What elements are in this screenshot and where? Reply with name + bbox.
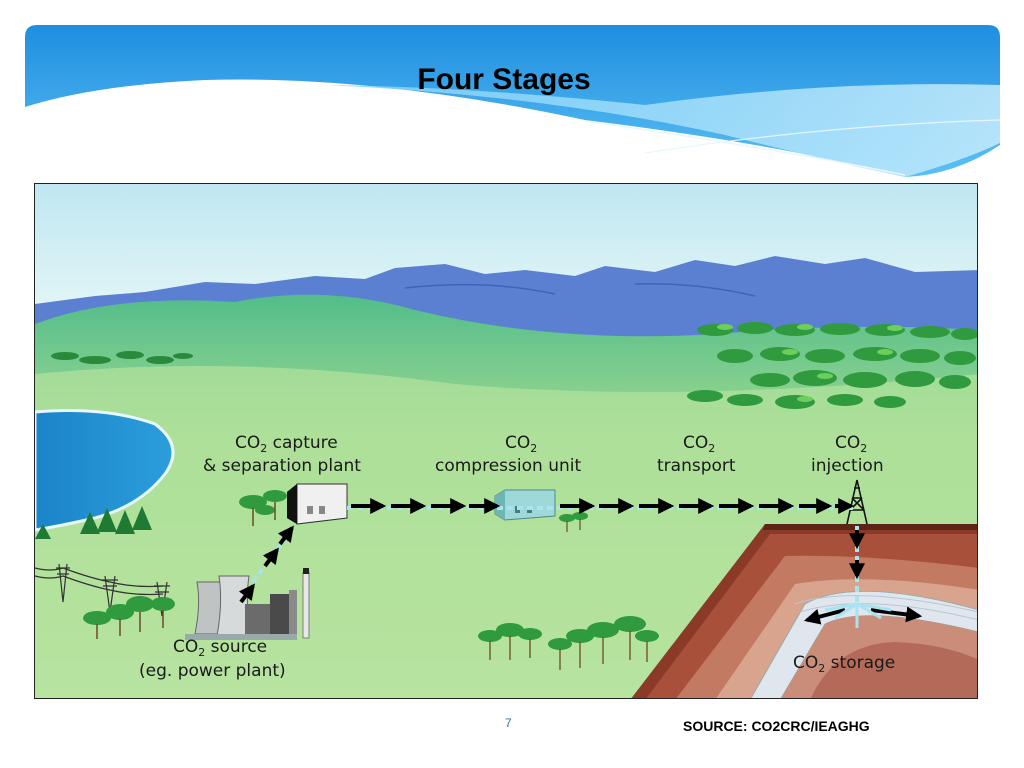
injection-label-line1: CO2 — [835, 433, 867, 455]
power-plant — [185, 568, 310, 640]
transport-label-line1: CO2 — [683, 433, 715, 455]
injection-label-line2: injection — [811, 456, 884, 476]
storage-spread — [824, 602, 892, 628]
forest-right — [687, 322, 977, 409]
header-band: Four Stages — [25, 25, 1001, 180]
diagram-canvas: CO2 capture & separation plant CO2 compr… — [35, 184, 977, 698]
lake — [35, 409, 175, 532]
capture-label-line2: & separation plant — [203, 456, 361, 476]
trees-bottom — [478, 616, 659, 670]
tree-cluster-far-left — [51, 351, 193, 364]
transport-label-line2: transport — [657, 456, 736, 476]
compression-label-line2: compression unit — [435, 456, 581, 476]
flow-arrows — [238, 498, 923, 625]
capture-plant — [239, 483, 348, 526]
source-label-line2: (eg. power plant) — [139, 661, 286, 681]
header-wave-graphic — [25, 25, 1001, 177]
page-number: 7 — [505, 716, 512, 730]
trees-near-lake — [35, 506, 152, 539]
compression-label-line1: CO2 — [505, 433, 537, 455]
capture-label-line1: CO2 capture — [235, 433, 338, 455]
source-credit: SOURCE: CO2CRC/IEAGHG — [683, 718, 870, 734]
slide-title: Four Stages — [417, 63, 591, 96]
trees-near-plant — [83, 596, 175, 639]
ccs-diagram: CO2 capture & separation plant CO2 compr… — [34, 183, 978, 699]
storage-label: CO2 storage — [793, 653, 895, 675]
source-label-line1: CO2 source — [173, 637, 267, 659]
